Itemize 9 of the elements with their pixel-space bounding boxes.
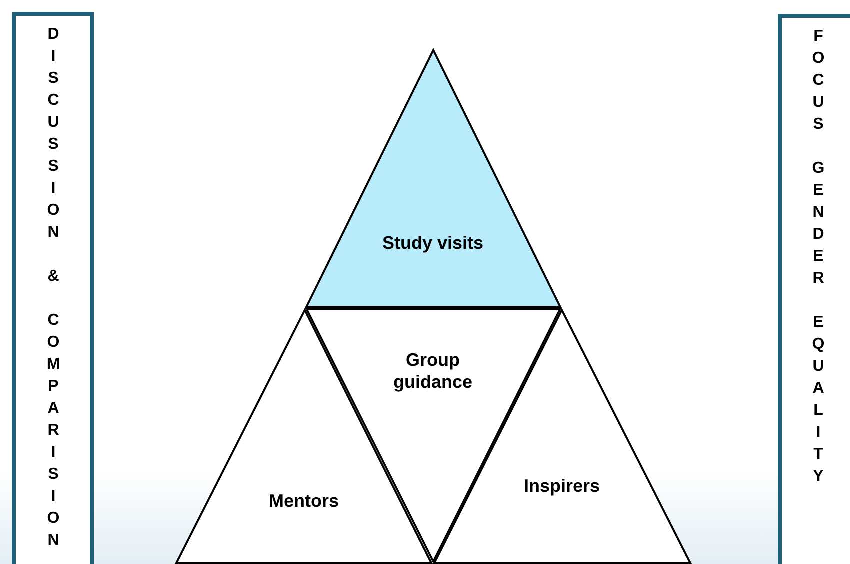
triangle-segment xyxy=(305,48,562,308)
side-banner xyxy=(778,14,850,564)
segment-label: Inspirers xyxy=(522,475,602,497)
segment-label: Study visits xyxy=(381,232,485,254)
vertical-label: FOCUS GENDER EQUALITY xyxy=(809,28,827,490)
segment-label: Group guidance xyxy=(392,349,474,393)
segment-label: Mentors xyxy=(268,490,340,512)
vertical-label: DISCUSSION & COMPARISION xyxy=(44,26,62,554)
side-banner xyxy=(12,12,94,564)
